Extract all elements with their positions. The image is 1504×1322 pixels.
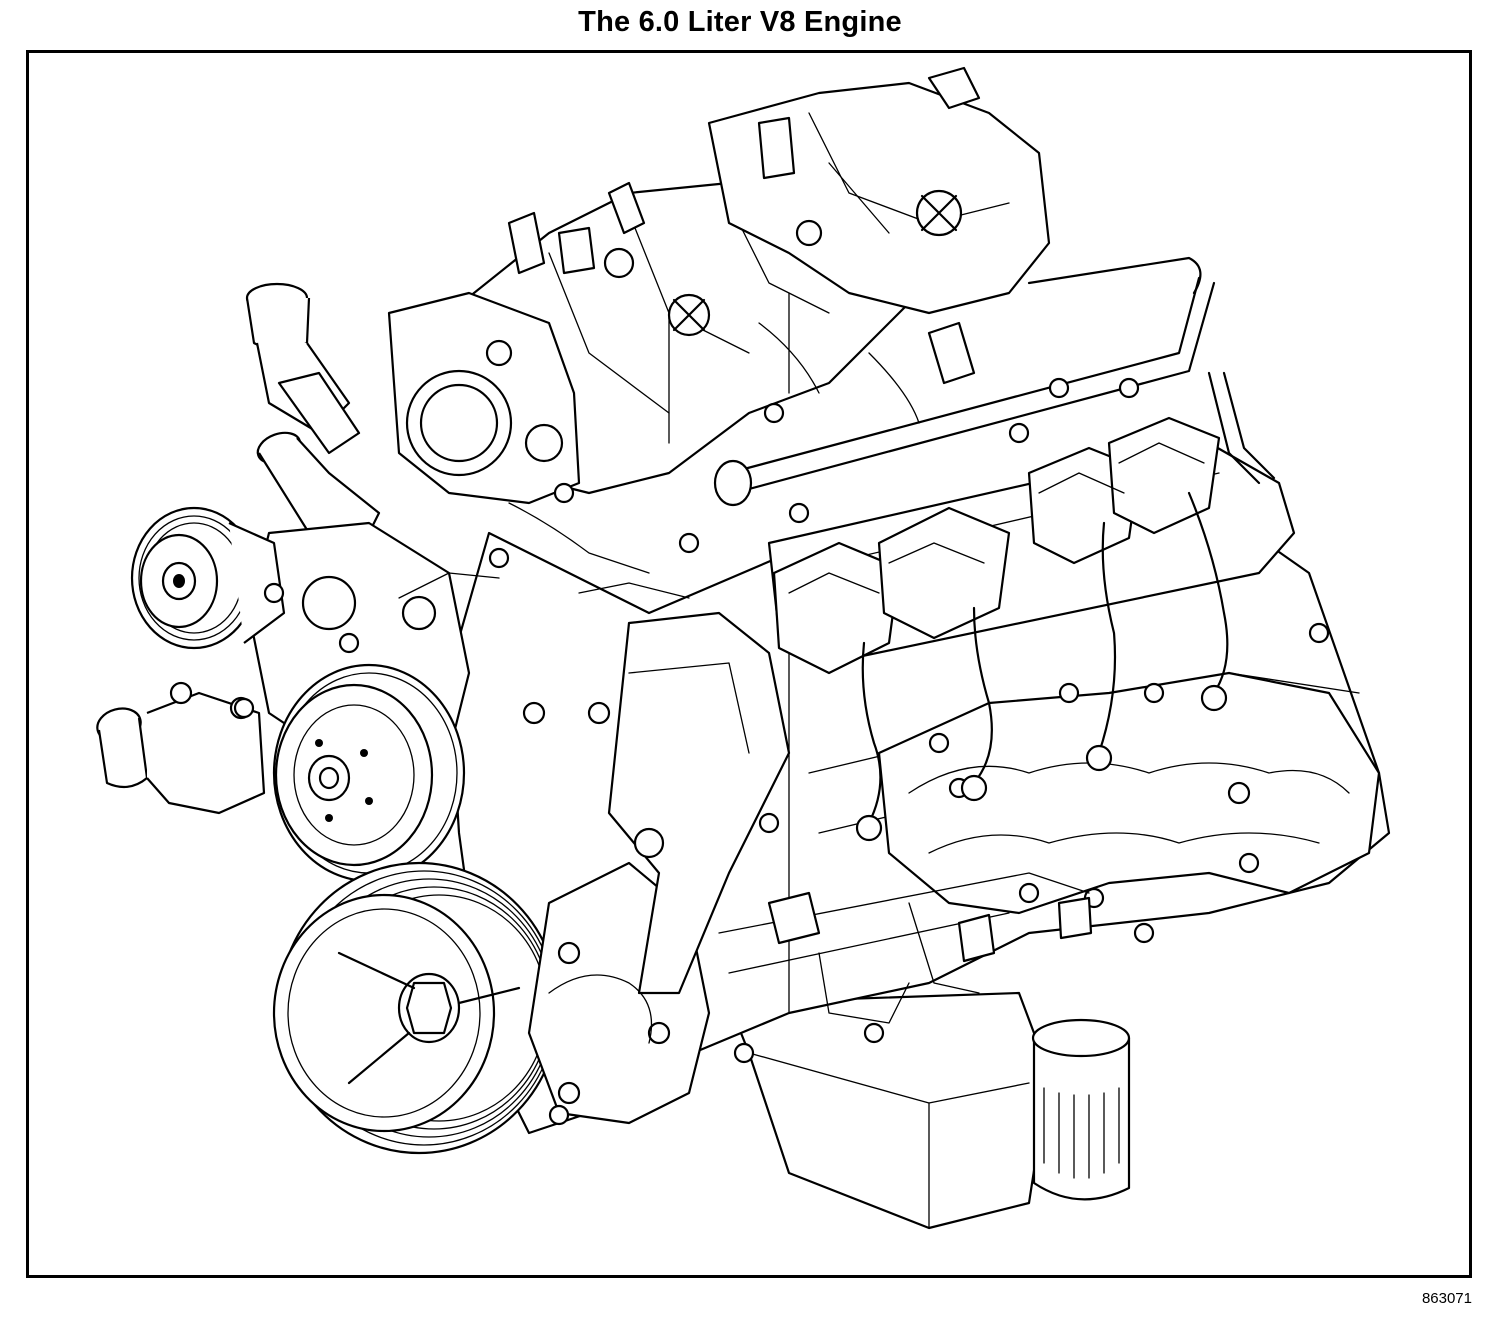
figure-id: 863071 xyxy=(1421,1290,1472,1307)
lower-block-details xyxy=(718,872,1093,1024)
diagram-title: The 6.0 Liter V8 Engine xyxy=(578,6,902,38)
wiring-harness xyxy=(398,322,920,599)
crankshaft-pulley xyxy=(272,861,561,1155)
idler-pulley xyxy=(130,506,286,650)
fuel-rail xyxy=(713,256,1276,507)
water-pump-pulley xyxy=(272,663,466,883)
engine-illustration xyxy=(96,66,1391,1230)
intake-plenum xyxy=(707,66,1051,315)
throttle-body xyxy=(387,291,581,505)
alternator-bracket xyxy=(522,611,791,995)
fasteners xyxy=(233,377,1165,1126)
ignition-coils xyxy=(772,416,1221,675)
sensors xyxy=(507,116,976,385)
oil-fill-cap xyxy=(245,282,361,455)
diagram-frame xyxy=(26,50,1472,1278)
intake-runner-caps xyxy=(603,219,823,337)
oil-filter xyxy=(1031,1018,1131,1201)
oil-pan xyxy=(727,991,1051,1230)
exhaust-manifold xyxy=(877,622,1381,915)
heater-hose-fitting xyxy=(96,681,266,815)
spark-plug-wires xyxy=(855,491,1229,842)
